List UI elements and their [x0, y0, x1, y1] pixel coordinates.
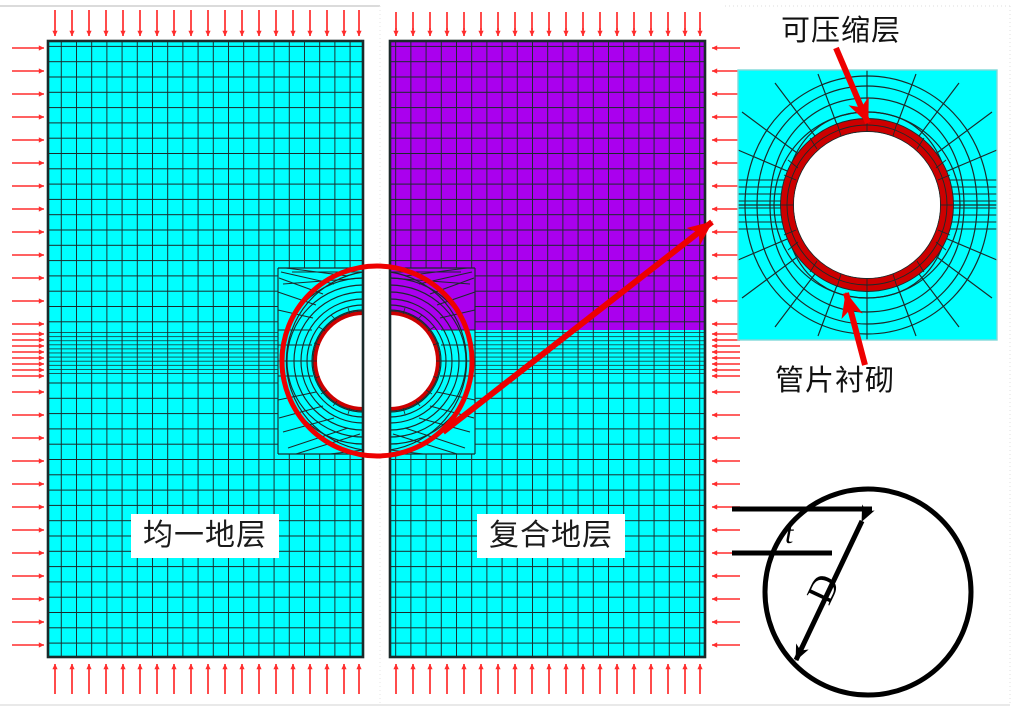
- compressible-layer-arrow: [833, 46, 871, 125]
- homogeneous-model-label: 均一地层: [131, 514, 279, 558]
- refined-zone-right: [389, 267, 476, 455]
- segment-lining-left: [312, 307, 364, 415]
- segment-lining-arrow: [841, 292, 868, 366]
- sketch-circle: [762, 486, 974, 698]
- tunnel-detail-inset: [737, 69, 998, 341]
- load-arrows-top-right: [393, 28, 703, 37]
- load-arrows-bottom-right: [393, 663, 703, 694]
- compressible-layer-label: 可压缩层: [781, 13, 902, 47]
- homogeneous-model-mesh: [48, 41, 364, 657]
- diameter-arrow: [793, 504, 875, 662]
- segment-lining-label: 管片衬砌: [775, 363, 896, 397]
- load-arrows-bottom-left: [52, 663, 362, 694]
- detail-arrow: [441, 219, 714, 435]
- load-arrows-left-side: [12, 45, 45, 648]
- detail-circle: [279, 263, 475, 459]
- composite-model-border: [388, 39, 707, 659]
- thickness-symbol-label: t: [785, 517, 794, 550]
- homogeneous-model-border: [46, 39, 365, 659]
- load-arrows-top-right-tails: [395, 12, 701, 30]
- segment-lining-right: [389, 307, 441, 415]
- inset-tunnel-void: [794, 132, 940, 278]
- load-arrows-right-side: [711, 45, 740, 648]
- refined-zone-left: [277, 267, 364, 455]
- figure-frame: [0, 5, 1011, 706]
- inset-border: [737, 69, 998, 341]
- composite-model-label: 复合地层: [477, 514, 625, 558]
- load-arrows-top-left: [52, 10, 362, 37]
- lining-section-sketch: [732, 486, 974, 698]
